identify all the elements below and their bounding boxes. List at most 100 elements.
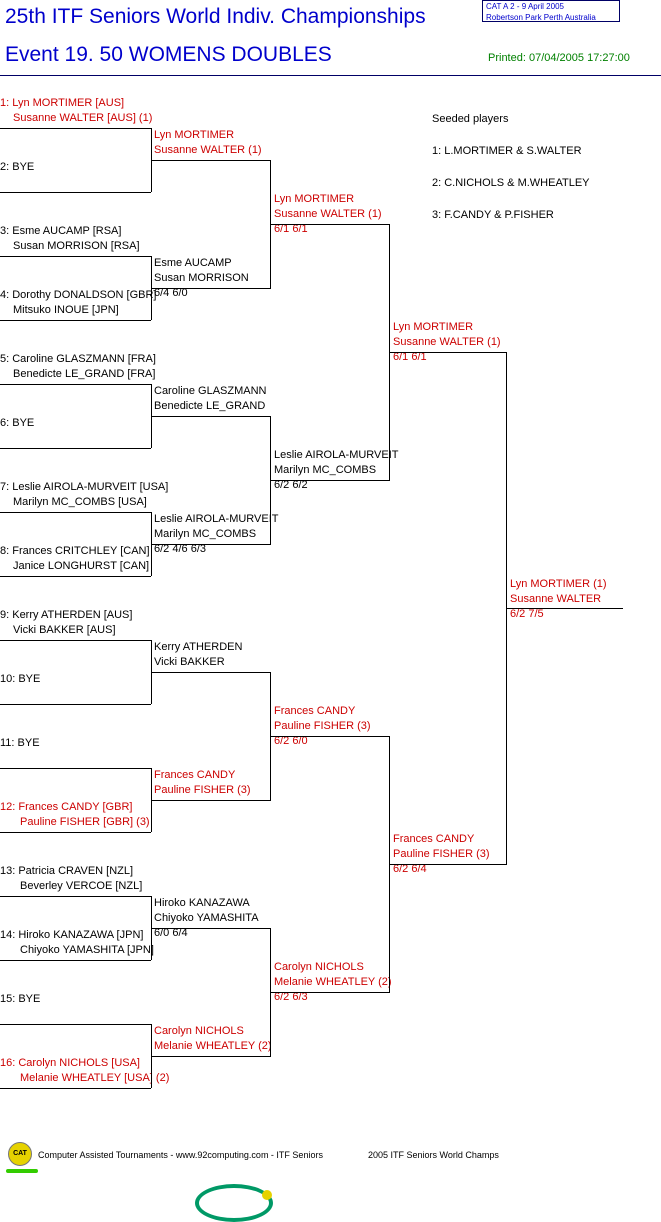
r2-player-b: Susan MORRISON [154, 272, 249, 284]
r2-score: 6/2 4/6 6/3 [154, 543, 206, 555]
r1-player-b: Beverley VERCOE [NZL] [20, 880, 143, 892]
r2-line [151, 928, 271, 929]
r1-player-a: 1: Lyn MORTIMER [AUS] [0, 97, 125, 109]
r1-line [0, 1088, 151, 1089]
r3-score: 6/2 6/2 [274, 479, 308, 491]
r2-score: 6/0 6/4 [154, 927, 188, 939]
r1-player-a: 10: BYE [0, 673, 41, 685]
r3-score: 6/1 6/1 [274, 223, 308, 235]
r1-line [0, 128, 151, 129]
r1-player-a: 7: Leslie AIROLA-MURVEIT [USA] [0, 481, 169, 493]
r1-player-b: Mitsuko INOUE [JPN] [13, 304, 119, 316]
r2-score: 6/4 6/0 [154, 287, 188, 299]
r2-player-a: Kerry ATHERDEN [154, 641, 243, 653]
r3-line [270, 992, 390, 993]
r2-player-b: Susanne WALTER (1) [154, 144, 262, 156]
r1-player-a: 3: Esme AUCAMP [RSA] [0, 225, 122, 237]
r4-score: 6/2 6/4 [393, 863, 427, 875]
decorative-logo-icon [195, 1184, 273, 1222]
r1-line [0, 640, 151, 641]
r1-line [0, 192, 151, 193]
r1-player-b: Marilyn MC_COMBS [USA] [13, 496, 147, 508]
page-title: 25th ITF Seniors World Indiv. Championsh… [5, 5, 426, 28]
r2-line [151, 160, 271, 161]
r1-player-a: 5: Caroline GLASZMANN [FRA] [0, 353, 156, 365]
r1-line [0, 832, 151, 833]
r1-line [0, 704, 151, 705]
r1-player-a: 15: BYE [0, 993, 41, 1005]
r1-player-a: 6: BYE [0, 417, 35, 429]
winner-line [506, 608, 623, 609]
winner-score: 6/2 7/5 [510, 608, 544, 620]
r2-player-a: Lyn MORTIMER [154, 129, 235, 141]
r1-player-b: Vicki BAKKER [AUS] [13, 624, 116, 636]
r1-player-b: Susan MORRISON [RSA] [13, 240, 140, 252]
r1-player-b: Susanne WALTER [AUS] (1) [13, 112, 153, 124]
r1-player-b: Janice LONGHURST [CAN] [13, 560, 150, 572]
r3-line [270, 480, 390, 481]
r1-player-a: 2: BYE [0, 161, 35, 173]
winner-player-a: Lyn MORTIMER (1) [510, 578, 607, 590]
r2-player-a: Leslie AIROLA-MURVEIT [154, 513, 279, 525]
category-venue: Robertson Park Perth Australia [486, 13, 596, 22]
r2-player-a: Carolyn NICHOLS [154, 1025, 244, 1037]
decorative-dot-icon [262, 1190, 272, 1200]
r1-player-b: Pauline FISHER [GBR] (3) [20, 816, 150, 828]
r2-line [151, 544, 271, 545]
category-box: CAT A 2 - 9 April 2005 Robertson Park Pe… [482, 0, 620, 22]
cat-logo-icon: CAT [8, 1142, 32, 1166]
r3-player-b: Melanie WHEATLEY (2) [274, 976, 392, 988]
r2-player-b: Melanie WHEATLEY (2) [154, 1040, 272, 1052]
r1-player-a: 8: Frances CRITCHLEY [CAN] [0, 545, 150, 557]
r4-line [389, 864, 507, 865]
r1-player-b: Chiyoko YAMASHITA [JPN] [20, 944, 154, 956]
r4-line [389, 352, 507, 353]
r3-player-b: Marilyn MC_COMBS [274, 464, 377, 476]
r1-player-a: 13: Patricia CRAVEN [NZL] [0, 865, 134, 877]
r1-player-a: 4: Dorothy DONALDSON [GBR] [0, 289, 157, 301]
r1-line [0, 576, 151, 577]
r1-player-a: 12: Frances CANDY [GBR] [0, 801, 133, 813]
r3-line [270, 224, 390, 225]
r3-score: 6/2 6/0 [274, 735, 308, 747]
r2-player-b: Vicki BAKKER [154, 656, 225, 668]
r3-player-a: Frances CANDY [274, 705, 356, 717]
r4-player-a: Lyn MORTIMER [393, 321, 474, 333]
r2-player-b: Benedicte LE_GRAND [154, 400, 266, 412]
seeds-heading: Seeded players [432, 113, 509, 125]
r2-line [151, 672, 271, 673]
r1-player-b: Melanie WHEATLEY [USA] (2) [20, 1072, 170, 1084]
r4-player-b: Pauline FISHER (3) [393, 848, 490, 860]
r3-player-b: Susanne WALTER (1) [274, 208, 382, 220]
r1-line [0, 896, 151, 897]
r1-line [0, 320, 151, 321]
printed-timestamp: Printed: 07/04/2005 17:27:00 [488, 52, 630, 64]
r2-line [151, 800, 271, 801]
r2-player-b: Pauline FISHER (3) [154, 784, 251, 796]
r1-player-a: 11: BYE [0, 737, 40, 749]
r1-line [0, 1024, 151, 1025]
r4-player-a: Frances CANDY [393, 833, 475, 845]
r3-player-a: Lyn MORTIMER [274, 193, 355, 205]
r1-line [0, 512, 151, 513]
r1-player-a: 16: Carolyn NICHOLS [USA] [0, 1057, 140, 1069]
header-divider [0, 75, 661, 76]
seed-item: 3: F.CANDY & P.FISHER [432, 209, 554, 221]
r3-player-a: Leslie AIROLA-MURVEIT [274, 449, 399, 461]
r4-player-b: Susanne WALTER (1) [393, 336, 501, 348]
r3-player-b: Pauline FISHER (3) [274, 720, 371, 732]
winner-player-b: Susanne WALTER [510, 593, 602, 605]
r1-line [0, 960, 151, 961]
category-dates: CAT A 2 - 9 April 2005 [486, 2, 564, 11]
r1-line [0, 256, 151, 257]
seed-item: 2: C.NICHOLS & M.WHEATLEY [432, 177, 590, 189]
r2-player-a: Hiroko KANAZAWA [154, 897, 250, 909]
r2-line [151, 1056, 271, 1057]
r2-player-a: Esme AUCAMP [154, 257, 232, 269]
footer-credit: Computer Assisted Tournaments - www.92co… [38, 1150, 323, 1160]
r2-line [151, 416, 271, 417]
r3-score: 6/2 6/3 [274, 991, 308, 1003]
r4-score: 6/1 6/1 [393, 351, 427, 363]
r1-player-a: 9: Kerry ATHERDEN [AUS] [0, 609, 133, 621]
r3-line [270, 736, 390, 737]
